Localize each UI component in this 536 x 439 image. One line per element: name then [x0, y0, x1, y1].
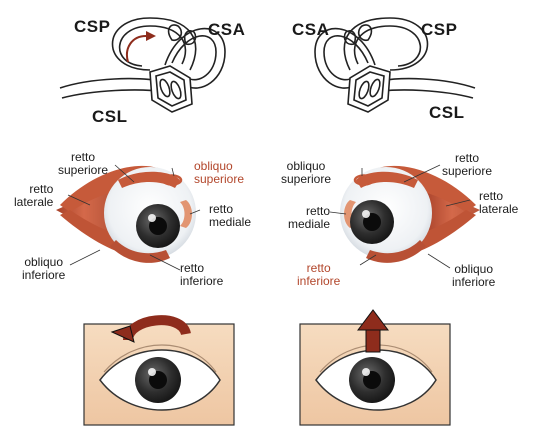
obliquo-superiore-trochlea-right	[353, 174, 375, 186]
left-csl-label: CSL	[92, 107, 128, 126]
obliquo-superiore-muscle-right	[356, 171, 418, 188]
upward-arrow-icon	[357, 309, 389, 353]
torsion-arrowhead-icon	[110, 325, 135, 343]
right-retto-superiore-label: retto superiore	[442, 151, 493, 178]
right-eye-muscles	[340, 165, 480, 263]
right-csp-label: CSP	[421, 20, 458, 39]
right-obliquo-superiore-label: obliquo superiore	[281, 159, 332, 186]
right-csl-label: CSL	[429, 103, 465, 122]
retto-mediale-muscle	[180, 200, 192, 228]
right-obliquo-inferiore-label: obliquo inferiore	[452, 262, 496, 289]
right-retto-inferiore-label: retto inferiore	[297, 261, 341, 288]
left-semicircular-canals	[59, 17, 226, 113]
left-obliquo-inferiore-label: obliquo inferiore	[22, 255, 66, 282]
left-csa-label: CSA	[208, 20, 246, 39]
right-retto-mediale-label: retto mediale	[288, 204, 331, 231]
left-reflection	[148, 214, 156, 222]
rotation-arrow-icon	[126, 35, 147, 63]
left-csp-label: CSP	[74, 17, 111, 36]
retto-mediale-muscle-right	[344, 200, 356, 228]
left-retto-inferiore-label: retto inferiore	[180, 261, 224, 288]
obliquo-superiore-trochlea	[161, 174, 183, 186]
left-retto-superiore-label: retto superiore	[58, 150, 109, 177]
bottom-right-eye-panel	[299, 323, 451, 426]
obliquo-superiore-muscle	[118, 171, 180, 188]
right-retto-laterale-label: retto laterale	[479, 189, 519, 216]
left-eye-muscles	[56, 165, 196, 263]
arrowhead-icon	[146, 31, 156, 41]
right-semicircular-canals	[314, 17, 476, 113]
obliquo-inferiore-muscle-right	[366, 240, 426, 263]
right-reflection	[362, 210, 370, 218]
left-retto-mediale-label: retto mediale	[209, 202, 252, 229]
left-obliquo-superiore-label: obliquo superiore	[194, 159, 245, 186]
right-csa-label: CSA	[292, 20, 330, 39]
right-leader-lines	[329, 164, 471, 269]
left-retto-laterale-label: retto laterale	[14, 182, 54, 209]
left-leader-lines	[67, 164, 201, 271]
bottom-left-eye-panel	[83, 323, 235, 426]
